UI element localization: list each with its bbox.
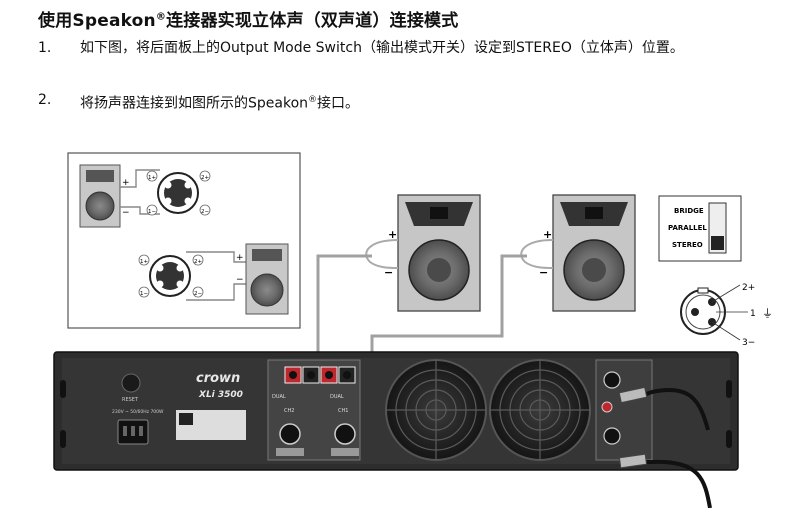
xlr-pin3-label: 3− [742,338,755,348]
pin-label: 2+ [201,175,209,181]
title-post: 连接器实现立体声（双声道）连接模式 [166,11,459,31]
inset-top-plus: + [122,178,130,188]
speaker-left-leads: + − [365,228,399,279]
inset-pin-callouts-top: 1+ 1− 2+ 2− [146,170,211,216]
xlr-input-ch2 [603,427,621,445]
inset-speaker-top [79,164,121,228]
speakon-ch2 [279,423,301,445]
reset-button: RESET [121,373,141,403]
title-pre: 使用Speakon [38,11,156,31]
ch2-label: CH2 [284,408,294,414]
dual-label-ch2: DUAL [272,394,286,400]
fan-right [489,359,591,461]
page-title: 使用Speakon®连接器实现立体声（双声道）连接模式 [38,6,458,31]
speaker-right [552,194,636,312]
xlr-pin2-label: 2+ [742,283,755,293]
inset-bottom-minus: − [236,275,244,285]
switch-option-bridge: BRIDGE [674,207,704,215]
step-1-number: 1. [38,40,52,56]
pin-label: 1− [140,291,148,297]
inset-bottom-plus: + [236,253,244,263]
inset-top-minus: − [122,208,130,218]
speaker-left [397,194,481,312]
pin-label: 1+ [140,259,148,265]
input-section [595,359,653,461]
output-section: DUAL DUAL CH2 CH1 [267,359,361,461]
pin-label: 1+ [148,175,156,181]
xlr-connector: 2+ 1 ⏚ 3− [680,283,773,348]
input-cables [618,386,712,508]
pin-label: 2− [201,209,209,215]
brand-logo: crown [196,371,240,386]
ch1-label: CH1 [338,408,348,414]
output-mode-switch: BRIDGE PARALLEL STEREO [658,195,742,262]
xlr-pin1-label: 1 [750,309,756,319]
power-inlet [117,419,149,445]
ground-icon: ⏚ [762,307,773,320]
pin-label: 2+ [194,259,202,265]
xlr-input-ch1 [603,371,621,389]
speaker-right-plus: + [543,228,552,241]
step-2-text-post: 接口。 [317,95,360,112]
inset-connector-top [157,172,199,214]
dual-label-ch1: DUAL [330,394,344,400]
amplifier-rear-panel: RESET 230V ~ 50/60Hz 700W crown XLi 3500 [53,351,739,471]
step-1-text: 如下图，将后面板上的Output Mode Switch（输出模式开关）设定到S… [80,40,684,56]
inset-speaker-bottom [245,243,289,315]
model-name: XLi 3500 [198,390,243,400]
step-2-text: 将扬声器连接到如图所示的Speakon®接口。 [80,90,770,114]
rca-input [601,401,613,413]
speakon-ch1 [334,423,356,445]
speaker-right-leads: + − [520,228,554,279]
switch-slider [711,236,724,250]
speaker-right-minus: − [539,266,548,279]
title-reg: ® [155,11,167,23]
inset-pin-callouts-bottom: 1+ 1− 2+ 2− [138,254,204,298]
switch-option-stereo: STEREO [672,241,703,249]
fan-left [385,359,487,461]
speaker-left-plus: + [388,228,397,241]
switch-option-parallel: PARALLEL [668,224,707,232]
speaker-left-minus: − [384,266,393,279]
reset-label: RESET [122,397,139,403]
pin-label: 2− [194,291,202,297]
step-2-text-pre: 将扬声器连接到如图所示的Speakon [80,95,309,112]
inset-connector-bottom [149,255,191,297]
power-rating: 230V ~ 50/60Hz 700W [112,409,164,415]
inset-panel: + − 1+ 1− 2+ 2− 1+ 1− 2+ [67,152,301,329]
step-2-reg: ® [308,95,318,105]
step-2-number: 2. [38,92,52,108]
pin-label: 1− [148,209,156,215]
